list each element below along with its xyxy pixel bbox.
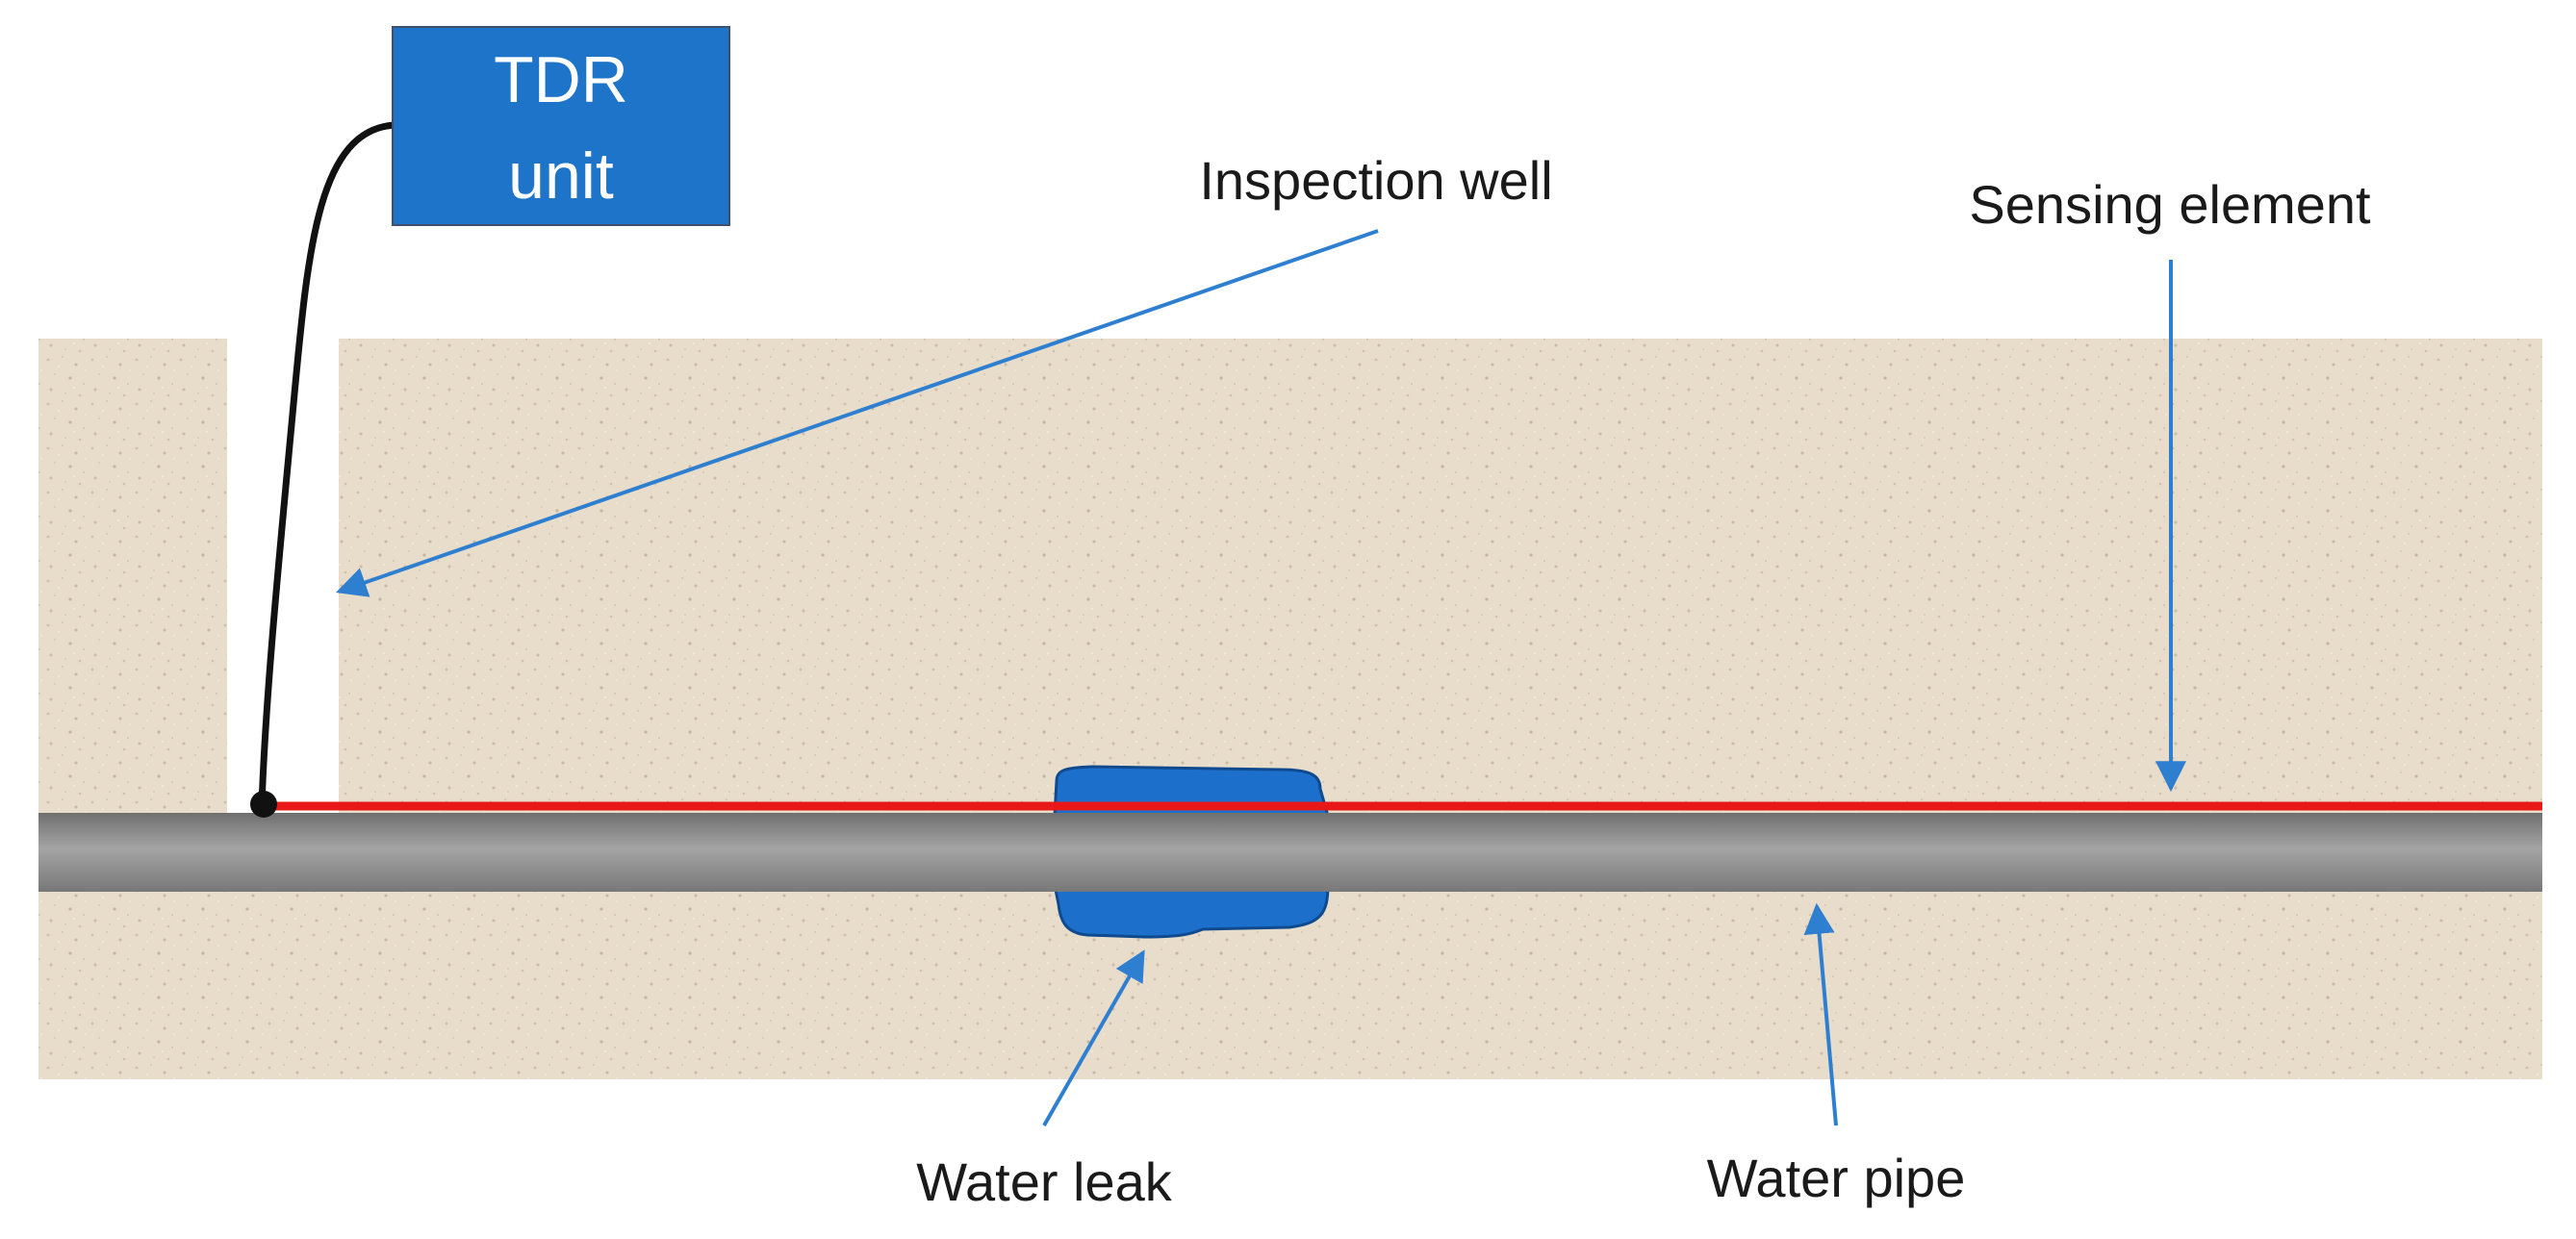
tdr-unit-box xyxy=(392,26,730,226)
sensing-element-label: Sensing element xyxy=(1969,174,2371,235)
water-pipe-arrow xyxy=(1803,902,1838,1126)
soil-under-well xyxy=(227,885,339,1079)
tdr-unit-label-line1: TDR xyxy=(494,43,628,116)
water-pipe xyxy=(38,813,2542,892)
water-leak-label: Water leak xyxy=(916,1151,1173,1212)
inspection-well-shaft xyxy=(227,339,339,815)
tdr-unit: TDR unit xyxy=(392,26,730,226)
annotation-arrows xyxy=(335,229,2186,1126)
water-leak-arrow xyxy=(1042,949,1145,1126)
soil-left-of-well xyxy=(38,339,227,1079)
inspection-well-label: Inspection well xyxy=(1199,150,1552,211)
water-pipe-label: Water pipe xyxy=(1707,1148,1966,1208)
tdr-unit-label-line2: unit xyxy=(508,139,614,213)
soil-right-of-well xyxy=(339,339,2542,1079)
inspection-well-arrow xyxy=(335,229,1379,597)
cable-connection-point xyxy=(250,791,277,818)
tdr-cable xyxy=(258,121,398,810)
soil-ground xyxy=(38,339,2542,1079)
